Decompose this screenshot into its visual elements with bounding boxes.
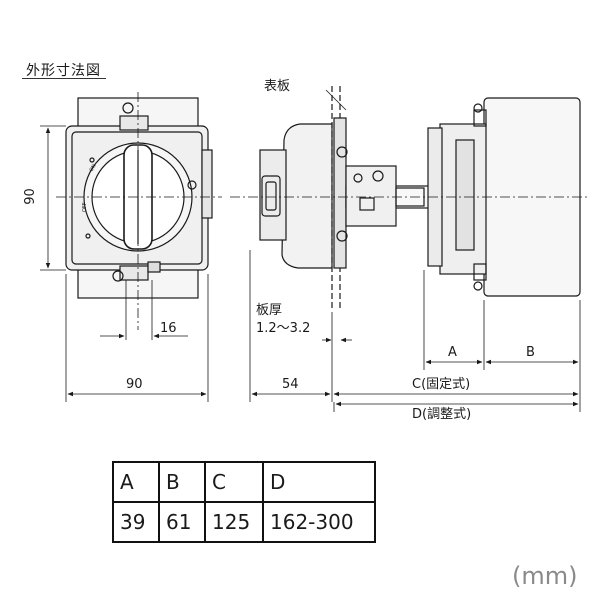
table-value-row: 39 61 125 162-300 <box>112 501 376 543</box>
label-dim-90-width: 90 <box>126 377 143 392</box>
header-d: D <box>262 461 376 503</box>
dimension-table: A B C D 39 61 125 162-300 <box>112 461 376 543</box>
label-dim-16: 16 <box>160 321 177 336</box>
header-c: C <box>204 461 264 503</box>
front-dimensions <box>40 125 209 402</box>
value-d: 162-300 <box>262 501 376 543</box>
value-c: 125 <box>204 501 264 543</box>
label-plate-thickness: 板厚 <box>256 303 283 318</box>
side-dimensions <box>249 250 581 412</box>
label-panel: 表板 <box>264 79 291 94</box>
title-underline <box>22 78 106 79</box>
label-dim-a: A <box>448 345 457 360</box>
unit-label: (mm) <box>512 562 578 590</box>
label-dim-54: 54 <box>282 377 299 392</box>
label-plate-range: 1.2～3.2 <box>256 321 311 336</box>
table-header-row: A B C D <box>112 461 376 503</box>
svg-text:OFF: OFF <box>82 202 88 212</box>
handle-housing <box>281 123 333 269</box>
label-dim-b: B <box>526 345 535 360</box>
front-view: ON OFF <box>56 92 222 340</box>
value-b: 61 <box>158 501 206 543</box>
side-view <box>230 86 590 310</box>
value-a: 39 <box>112 501 160 543</box>
label-dim-90-height: 90 <box>22 188 38 205</box>
svg-text:ON: ON <box>89 163 98 173</box>
label-dim-c: C(固定式) <box>412 377 471 392</box>
label-dim-d: D(調整式) <box>412 407 472 422</box>
drawing-title: 外形寸法図 <box>26 63 101 79</box>
header-b: B <box>158 461 206 503</box>
header-a: A <box>112 461 160 503</box>
